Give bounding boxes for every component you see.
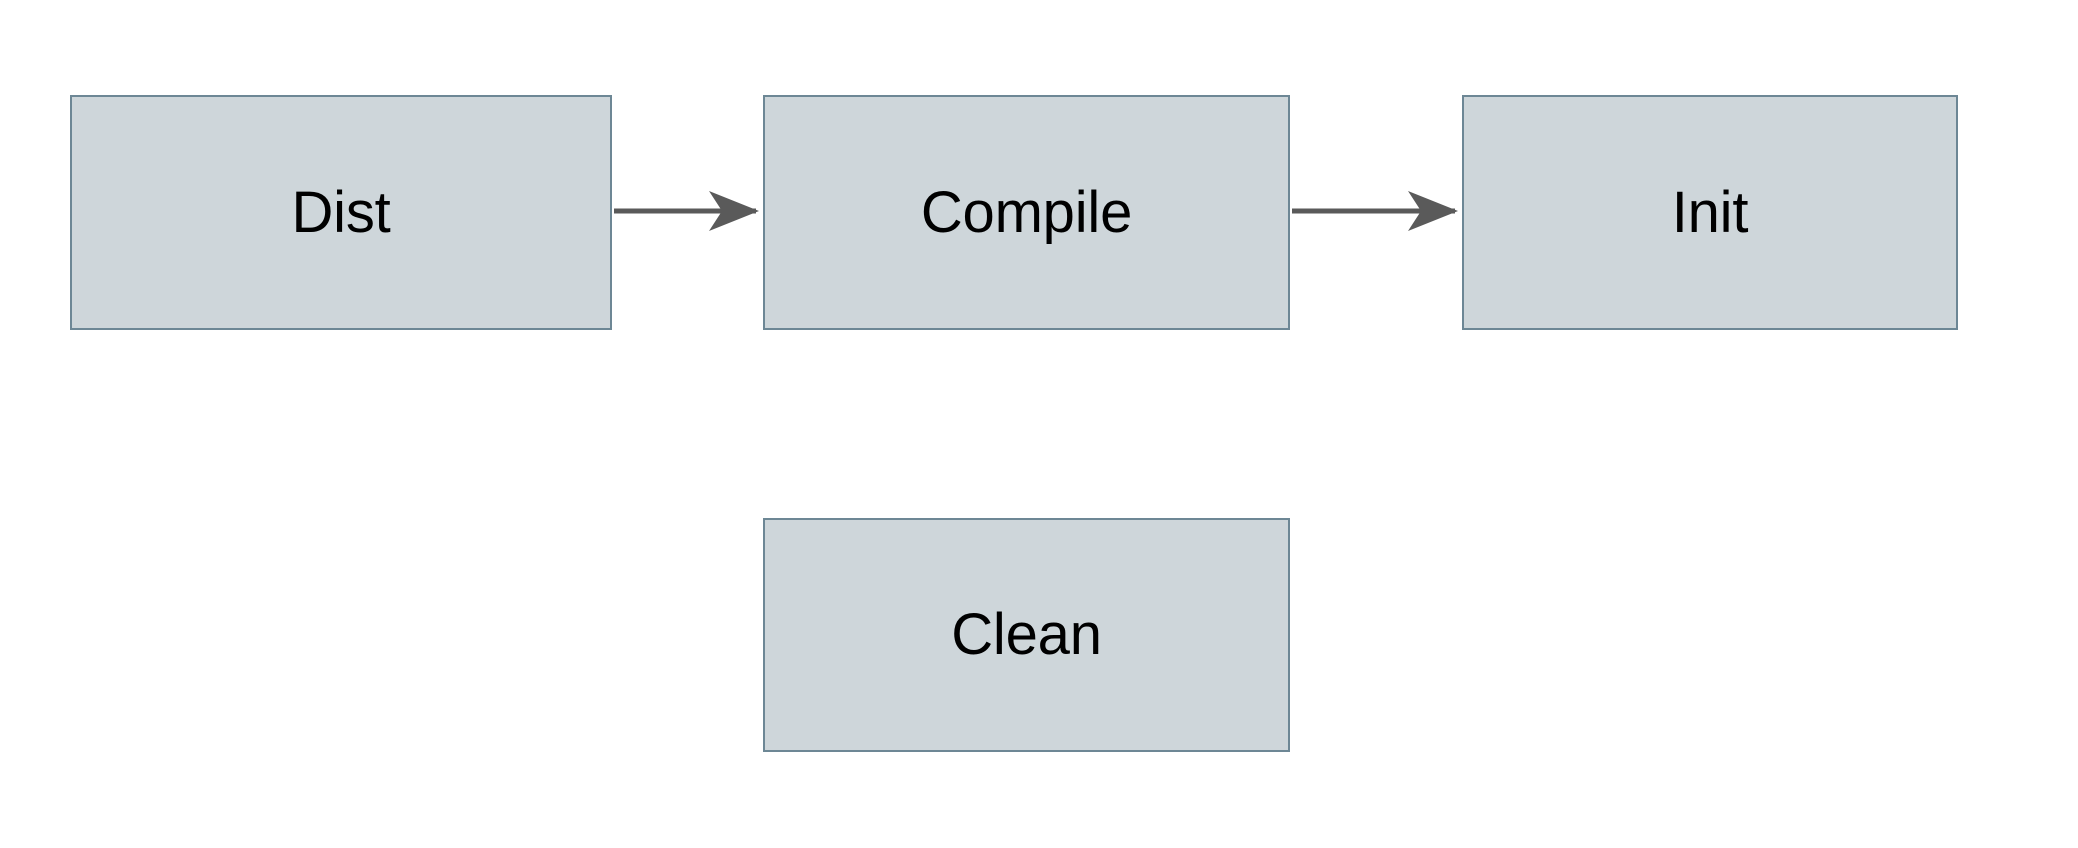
node-init[interactable]: Init bbox=[1462, 95, 1958, 330]
node-compile-label: Compile bbox=[920, 179, 1133, 245]
node-dist-label: Dist bbox=[291, 179, 391, 245]
node-clean-label: Clean bbox=[951, 602, 1102, 667]
node-dist[interactable]: Dist bbox=[70, 95, 612, 330]
node-clean[interactable]: Clean bbox=[763, 518, 1290, 752]
node-compile[interactable]: Compile bbox=[763, 95, 1290, 330]
node-init-label: Init bbox=[1671, 179, 1749, 245]
